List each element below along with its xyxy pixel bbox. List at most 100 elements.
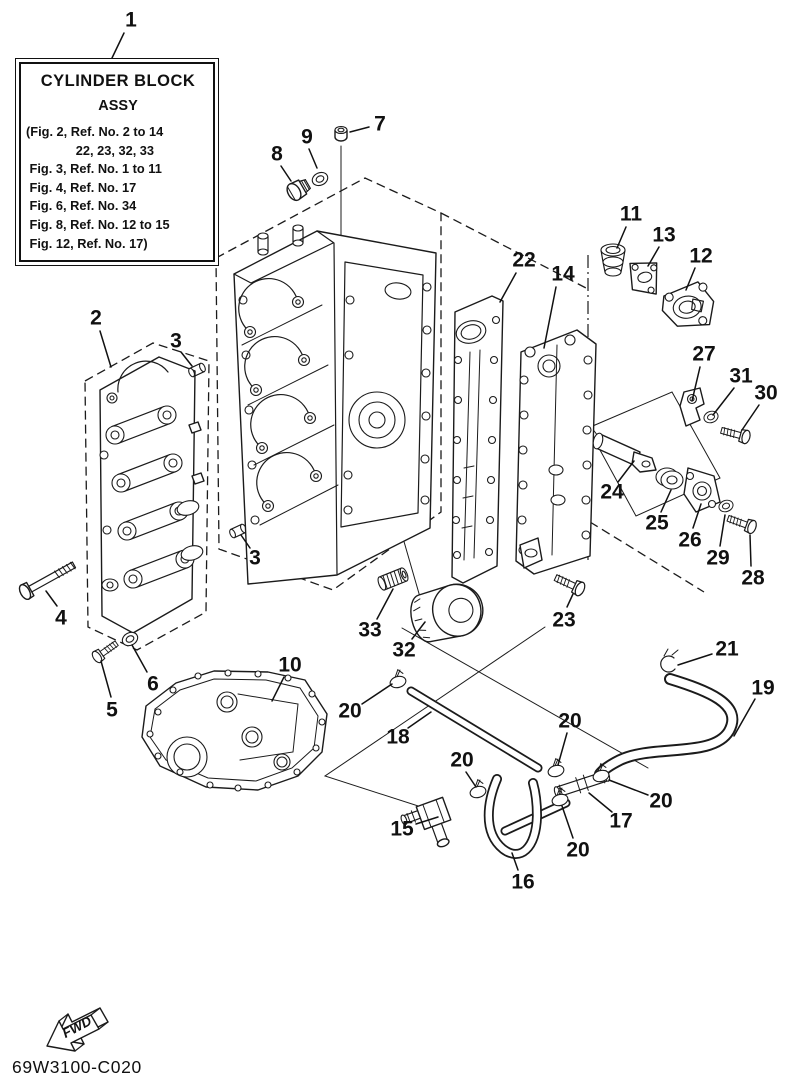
figure-references: (Fig. 2, Ref. No. 2 to 14 22, 23, 32, 33… xyxy=(26,124,170,251)
bolt-23 xyxy=(551,570,588,598)
callout-leader-14 xyxy=(543,286,557,349)
dowel-pin-bottom xyxy=(227,522,249,540)
callout-leader-13 xyxy=(647,246,660,267)
callout-26: 26 xyxy=(678,529,701,552)
callout-10: 10 xyxy=(278,654,301,677)
callout-27: 27 xyxy=(692,343,715,366)
callout-leader-4 xyxy=(45,590,58,607)
anode-24 xyxy=(592,432,657,473)
bolt-30 xyxy=(719,423,753,446)
crankcase-half xyxy=(99,356,205,634)
callout-leader-25 xyxy=(660,489,672,513)
oil-pan-gasket xyxy=(141,669,328,792)
callout-18: 18 xyxy=(386,726,410,749)
plug-7 xyxy=(334,125,348,142)
callout-16: 16 xyxy=(511,871,534,894)
callout-leader-12 xyxy=(685,267,696,291)
callout-leader-30 xyxy=(741,404,760,431)
callout-7: 7 xyxy=(374,113,386,136)
callout-24: 24 xyxy=(600,481,624,504)
fwd-direction-arrow: FWD xyxy=(46,1007,109,1052)
callout-20: 20 xyxy=(649,790,672,813)
callout-leader-9 xyxy=(308,148,318,169)
callout-leader-23 xyxy=(566,593,574,608)
bolt-4 xyxy=(18,561,77,601)
callout-25: 25 xyxy=(645,512,669,535)
assembly-subtitle: ASSY xyxy=(98,98,138,114)
cylinder-block-body xyxy=(233,224,437,585)
callout-leader-3 xyxy=(180,351,193,367)
assembly-title: CYLINDER BLOCK xyxy=(40,72,196,90)
callout-leader-15 xyxy=(415,816,439,825)
hose-assembly xyxy=(386,648,739,859)
callout-leader-3 xyxy=(240,534,251,549)
drawing-code: 69W3100-C020 xyxy=(12,1057,142,1077)
grommet-25 xyxy=(655,467,684,490)
filter-fitting-33 xyxy=(377,567,409,591)
callout-22: 22 xyxy=(512,249,535,272)
callout-leader-17 xyxy=(588,792,613,813)
callout-17: 17 xyxy=(609,810,632,833)
callout-30: 30 xyxy=(754,382,777,405)
callout-3: 3 xyxy=(170,330,182,353)
crankcase-dashed-outline xyxy=(84,342,210,651)
callout-leader-20 xyxy=(465,771,477,788)
callout-5: 5 xyxy=(106,699,118,722)
callout-leader-31 xyxy=(712,387,735,416)
callout-33: 33 xyxy=(358,619,381,642)
callout-leader-8 xyxy=(280,165,292,182)
washer-6 xyxy=(119,629,141,649)
clip-21 xyxy=(660,648,679,673)
callout-leader-5 xyxy=(100,660,112,698)
callout-leader-24 xyxy=(617,460,635,483)
callout-9: 9 xyxy=(301,126,313,149)
assembly-title-box: CYLINDER BLOCK ASSY (Fig. 2, Ref. No. 2 … xyxy=(19,62,215,263)
callout-29: 29 xyxy=(706,547,729,570)
callout-leader-18 xyxy=(407,711,432,729)
thermostat-11 xyxy=(600,243,626,277)
callout-1: 1 xyxy=(125,9,137,32)
callout-6: 6 xyxy=(147,673,159,696)
callout-leader-1 xyxy=(111,32,125,59)
callout-leader-20 xyxy=(561,805,574,839)
oil-filter-32 xyxy=(410,583,484,643)
callout-19: 19 xyxy=(751,677,774,700)
callout-23: 23 xyxy=(552,609,575,632)
callout-28: 28 xyxy=(741,567,765,590)
callout-8: 8 xyxy=(271,143,283,166)
cylinder-block-dashed-outline xyxy=(215,177,442,591)
callout-32: 32 xyxy=(392,639,415,662)
callout-leader-10 xyxy=(271,676,285,702)
washer-9 xyxy=(309,169,331,189)
callout-leader-28 xyxy=(749,534,752,567)
block-bolt-holes xyxy=(238,282,432,525)
callout-31: 31 xyxy=(729,365,753,388)
callout-3: 3 xyxy=(249,547,261,570)
callout-leader-26 xyxy=(692,503,702,529)
bolt-28 xyxy=(725,511,759,536)
callout-leader-33 xyxy=(376,588,394,620)
callout-4: 4 xyxy=(55,607,67,630)
callout-leader-20 xyxy=(361,683,393,705)
callout-21: 21 xyxy=(715,638,739,661)
callout-leader-19 xyxy=(733,698,756,737)
hose-clamp-20 xyxy=(466,777,488,800)
thermostat-cover-12 xyxy=(661,281,715,327)
callout-leader-11 xyxy=(616,226,627,249)
callout-20: 20 xyxy=(450,749,473,772)
callout-leader-7 xyxy=(349,126,370,133)
bolt-5 xyxy=(89,637,121,665)
callout-20: 20 xyxy=(558,710,581,733)
callout-leader-6 xyxy=(131,644,148,673)
plug-bolt-8 xyxy=(286,179,311,202)
callout-leader-32 xyxy=(411,621,426,640)
callout-11: 11 xyxy=(620,203,643,226)
callout-20: 20 xyxy=(338,700,361,723)
callout-leader-20 xyxy=(557,732,568,766)
bracket-27 xyxy=(679,387,705,427)
anode-holder-26 xyxy=(683,467,721,513)
callout-labels: 1233456789101112131415161718192020202020… xyxy=(45,9,778,894)
callout-13: 13 xyxy=(652,224,675,247)
hose-clamp-20 xyxy=(544,756,566,779)
